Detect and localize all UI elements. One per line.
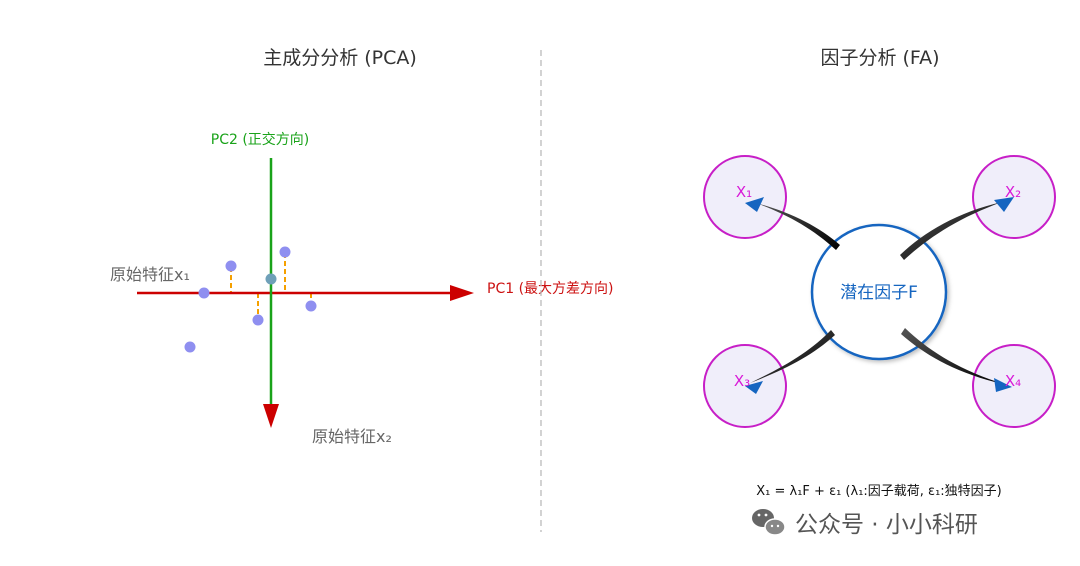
loading-arrows bbox=[745, 197, 1014, 394]
arrowhead-x1 bbox=[745, 197, 764, 212]
fa-formula: X₁ = λ₁F + ε₁ (λ₁:因子载荷, ε₁:独特因子) bbox=[756, 484, 1002, 499]
fa-title: 因子分析 (FA) bbox=[820, 47, 939, 69]
data-point bbox=[198, 287, 210, 299]
data-point bbox=[225, 260, 237, 272]
arrowhead-x4 bbox=[994, 378, 1012, 392]
pc1-arrowhead bbox=[450, 285, 474, 301]
pca-title: 主成分分析 (PCA) bbox=[263, 47, 417, 69]
pc2-label: PC2 (正交方向) bbox=[211, 131, 310, 148]
observed-x4-node bbox=[972, 344, 1056, 428]
arrowhead-x3 bbox=[745, 381, 763, 394]
feature1-label: 原始特征x₁ bbox=[110, 265, 190, 284]
observed-x3-label: X₃ bbox=[734, 372, 750, 390]
observed-x1-label: X₁ bbox=[736, 183, 752, 201]
pc1-label: PC1 (最大方差方向) bbox=[487, 281, 614, 297]
latent-factor-node bbox=[810, 223, 948, 361]
data-points bbox=[184, 246, 317, 353]
observed-x1-node bbox=[703, 155, 787, 239]
observed-variables bbox=[703, 155, 1056, 428]
data-point bbox=[305, 300, 317, 312]
data-point bbox=[279, 246, 291, 258]
pc2-arrowhead bbox=[263, 404, 279, 428]
observed-x4-label: X₄ bbox=[1005, 372, 1021, 390]
latent-factor-label: 潜在因子F bbox=[840, 283, 918, 303]
watermark-text: 公众号 · 小小科研 bbox=[795, 512, 978, 538]
loading-arrow-x1 bbox=[756, 203, 840, 250]
watermark: 公众号 · 小小科研 bbox=[752, 509, 978, 538]
loading-arrow-x3 bbox=[750, 330, 835, 383]
wechat-icon bbox=[752, 509, 786, 536]
data-point bbox=[184, 341, 196, 353]
feature2-label: 原始特征x₂ bbox=[312, 427, 392, 446]
arrowhead-x2 bbox=[994, 197, 1014, 212]
loading-arrow-x2 bbox=[900, 202, 1002, 260]
data-point bbox=[265, 273, 277, 285]
data-point bbox=[252, 314, 264, 326]
observed-x2-label: X₂ bbox=[1005, 183, 1021, 201]
